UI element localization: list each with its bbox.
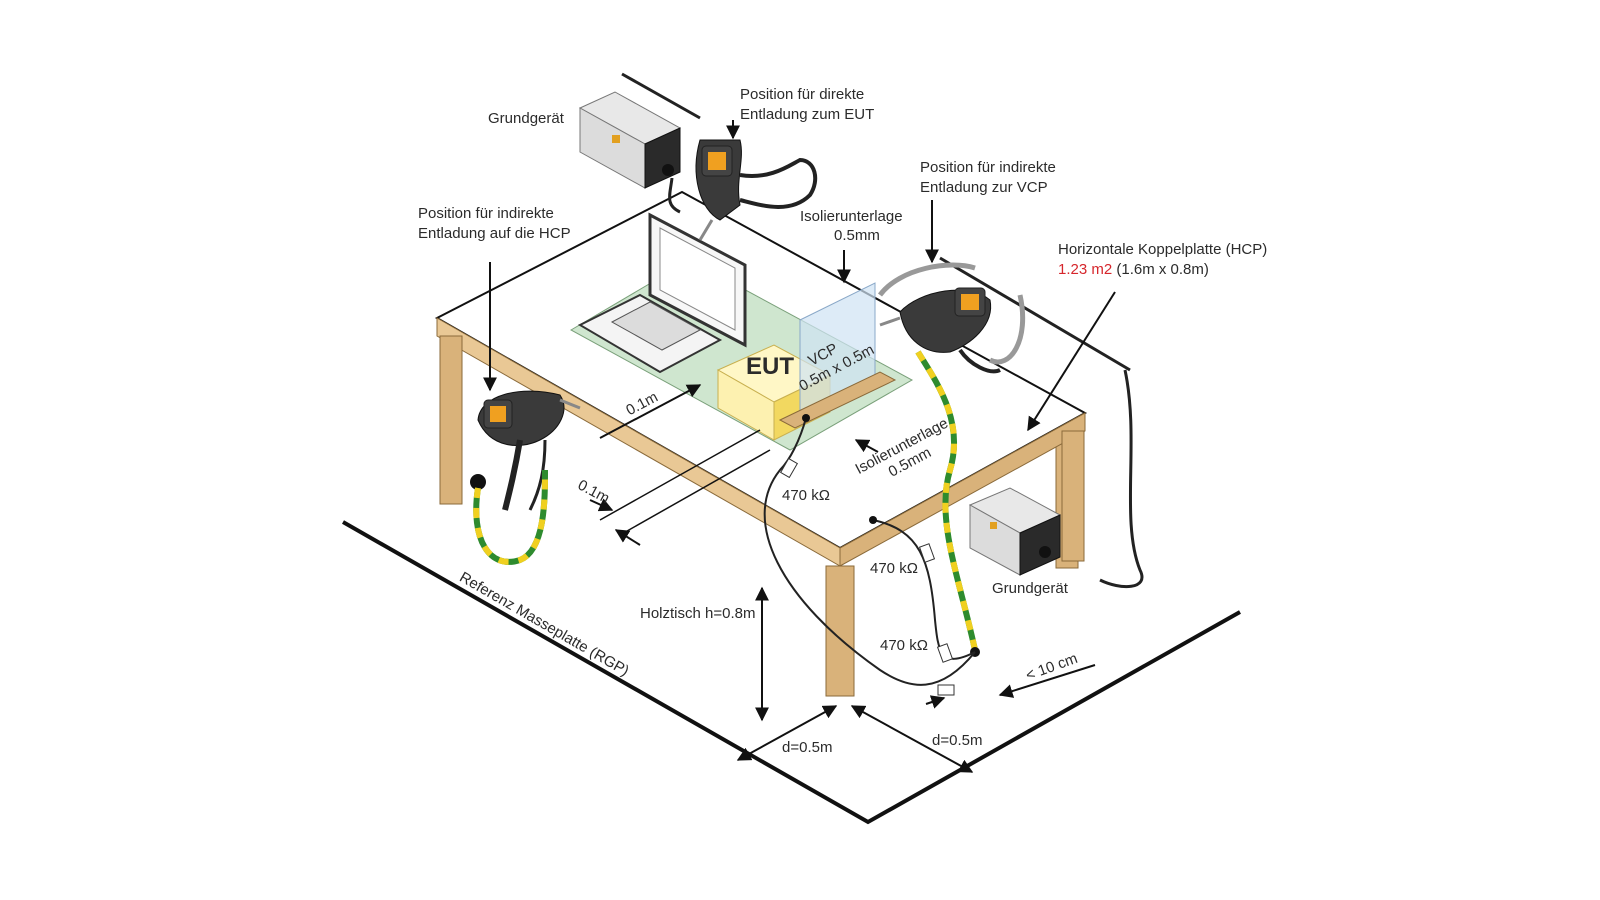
label-table-height: Holztisch h=0.8m xyxy=(640,605,755,622)
cable-holder-rod-top xyxy=(621,72,701,120)
laptop-eut-device xyxy=(577,212,747,374)
label-resistor-3: 470 kΩ xyxy=(880,637,928,654)
label-indirect-vcp-line2: Entladung zur VCP xyxy=(920,179,1048,196)
label-direct-line1: Position für direkte xyxy=(740,86,864,103)
esd-gun-vcp xyxy=(879,287,1001,374)
label-grundgeraet-bottom: Grundgerät xyxy=(992,580,1069,597)
annotation-arrows xyxy=(483,120,1116,709)
resistor-1 xyxy=(779,457,799,479)
label-distance-right: d=0.5m xyxy=(932,732,982,749)
label-indirect-hcp-line1: Position für indirekte xyxy=(418,205,554,222)
esd-gun-direct xyxy=(695,139,818,241)
cable-gun-direct xyxy=(668,177,681,214)
cable-holder-rod-right xyxy=(939,256,1131,372)
label-hcp-dims: (1.6m x 0.8m) xyxy=(1112,261,1209,278)
esd-base-unit-top xyxy=(578,91,682,189)
label-indirect-vcp-line1: Position für indirekte xyxy=(920,159,1056,176)
label-indirect-hcp-line2: Entladung auf die HCP xyxy=(418,225,571,242)
esd-gun-hcp xyxy=(470,390,581,511)
cable-gun-hcp xyxy=(528,439,547,511)
cable-right xyxy=(1099,369,1144,589)
cable-grey-right xyxy=(988,294,1026,365)
esd-base-unit-bottom xyxy=(968,487,1062,576)
eut-label: EUT xyxy=(746,353,794,380)
reference-ground-plane xyxy=(342,520,1241,825)
label-grundgeraet-top: Grundgerät xyxy=(488,110,565,127)
vertical-coupling-plane: VCP 0.5m x 0.5m xyxy=(778,282,897,429)
ground-cable-left xyxy=(473,469,548,565)
bleed-resistor-cables xyxy=(763,414,976,696)
dimension-lines xyxy=(599,429,974,773)
label-rgp: Referenz Masseplatte (RGP) xyxy=(457,569,632,680)
resistor-4 xyxy=(937,684,955,696)
cable-grey-vcp xyxy=(877,262,976,297)
resistor-2 xyxy=(918,543,936,563)
label-isolier-top-line2: 0.5mm xyxy=(834,227,880,244)
label-hcp-area: 1.23 m2 xyxy=(1058,261,1112,278)
label-direct-line2: Entladung zum EUT xyxy=(740,106,874,123)
label-resistor-1: 470 kΩ xyxy=(782,487,830,504)
label-hcp-line1: Horizontale Koppelplatte (HCP) xyxy=(1058,241,1267,258)
label-hcp-line2: 1.23 m2 (1.6m x 0.8m) xyxy=(1058,261,1209,278)
label-isolier-top-line1: Isolierunterlage xyxy=(800,208,903,225)
label-resistor-2: 470 kΩ xyxy=(870,560,918,577)
resistor-3 xyxy=(936,643,954,663)
label-distance-left: d=0.5m xyxy=(782,739,832,756)
